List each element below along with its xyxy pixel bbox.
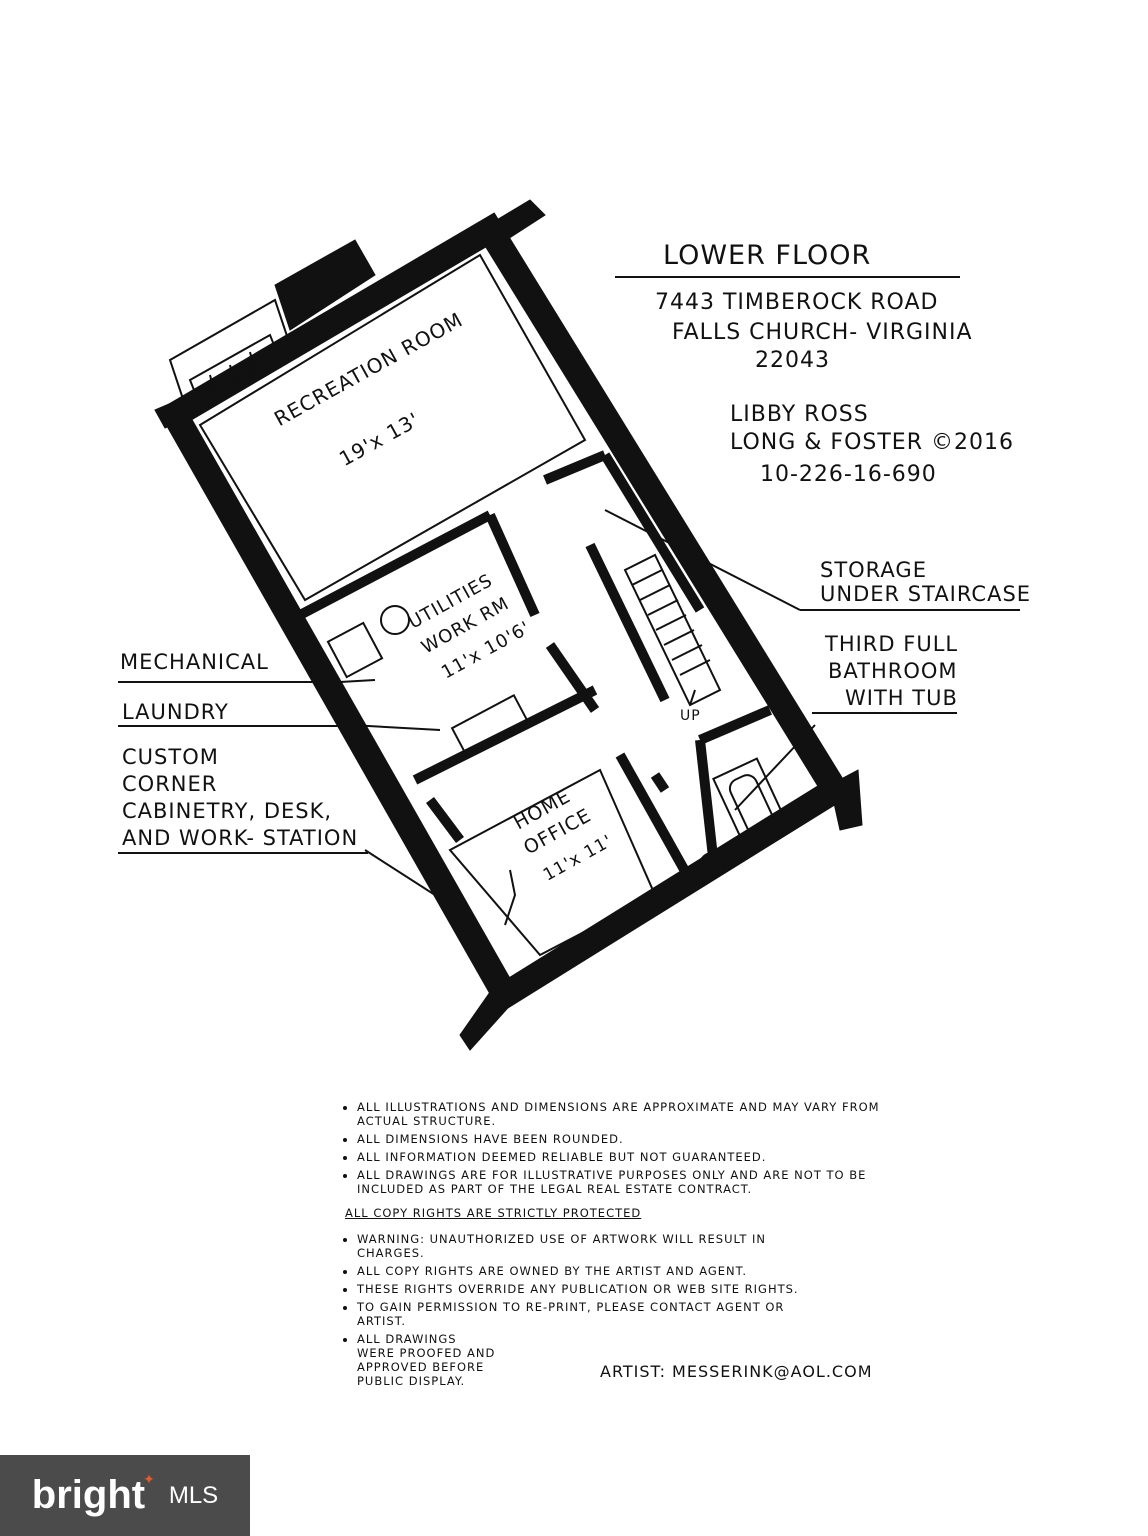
- chimney-block: [274, 239, 376, 331]
- wall-bath-top: [698, 705, 772, 745]
- bathtub: [712, 757, 792, 853]
- logo-suffix: MLS: [168, 1481, 219, 1509]
- note-item: ALL COPY RIGHTS ARE OWNED BY THE ARTIST …: [357, 1264, 837, 1278]
- floor-title: LOWER FLOOR: [663, 240, 872, 271]
- wall-stub-topright: [479, 199, 546, 247]
- wall-stub-bottomleft: [459, 984, 516, 1051]
- callout-custom-3: CABINETRY, DESK,: [122, 799, 333, 823]
- note-item: ALL INFORMATION DEEMED RELIABLE BUT NOT …: [357, 1150, 905, 1164]
- water-heater: [380, 605, 410, 635]
- bright-mls-logo: bright ✦ MLS: [0, 1455, 250, 1536]
- callout-bath-2: BATHROOM: [828, 659, 958, 683]
- callout-storage-1: STORAGE: [820, 558, 927, 582]
- note-item: THESE RIGHTS OVERRIDE ANY PUBLICATION OR…: [357, 1282, 897, 1296]
- note-item: ALL DRAWINGS WERE PROOFED AND APPROVED B…: [357, 1332, 497, 1388]
- wall-stair-right: [600, 452, 705, 613]
- wall-utility-right: [485, 512, 540, 618]
- toilet: [699, 852, 725, 878]
- callout-bath-1: THIRD FULL: [825, 632, 959, 656]
- callout-laundry-rule: [118, 725, 353, 727]
- wall-stair-left: [585, 542, 670, 703]
- agent-phone: 10-226-16-690: [760, 462, 937, 487]
- copyright-heading: ALL COPY RIGHTS ARE STRICTLY PROTECTED: [345, 1206, 642, 1220]
- address-zip: 22043: [755, 348, 830, 373]
- callout-bath-rule: [812, 712, 957, 714]
- artist-credit: ARTIST: MESSERINK@AOL.COM: [600, 1362, 873, 1381]
- note-item: ALL DRAWINGS ARE FOR ILLUSTRATIVE PURPOS…: [357, 1168, 905, 1196]
- furnace: [326, 621, 384, 679]
- callout-custom-4: AND WORK- STATION: [122, 826, 359, 850]
- callout-storage-2: UNDER STAIRCASE: [820, 582, 1032, 606]
- staircase: [623, 553, 722, 707]
- bay-window: [168, 298, 292, 407]
- disclaimer-notes: ALL ILLUSTRATIONS AND DIMENSIONS ARE APP…: [345, 1100, 905, 1392]
- interior-outlines: [198, 253, 816, 957]
- note-item: ALL DIMENSIONS HAVE BEEN ROUNDED.: [357, 1132, 905, 1146]
- wall-office-closet: [650, 772, 670, 793]
- callout-storage-rule: [800, 609, 1020, 611]
- note-item: WARNING: UNAUTHORIZED USE OF ARTWORK WIL…: [357, 1232, 837, 1260]
- callout-bath-3: WITH TUB: [845, 686, 958, 710]
- agent-company: LONG & FOSTER ©2016: [730, 430, 1014, 455]
- copyright-list: WARNING: UNAUTHORIZED USE OF ARTWORK WIL…: [345, 1232, 798, 1388]
- washer-dryer: [450, 693, 530, 757]
- building-walls: [154, 199, 863, 1051]
- note-item: ALL ILLUSTRATIONS AND DIMENSIONS ARE APP…: [357, 1100, 905, 1128]
- rec-room-outline: [198, 253, 587, 602]
- agent-name: LIBBY ROSS: [730, 402, 869, 427]
- wall-office-left: [426, 797, 464, 843]
- wall-stub-bottomright: [829, 769, 863, 831]
- callout-mechanical-rule: [118, 681, 343, 683]
- callout-custom-1: CUSTOM: [122, 745, 219, 769]
- stairs-up-label: UP: [680, 708, 701, 724]
- office-outline: [448, 768, 657, 957]
- wall-stair-top: [543, 450, 607, 485]
- wall-utility-east: [545, 642, 600, 713]
- wall-office-right: [615, 752, 695, 883]
- callout-custom-rule: [118, 852, 368, 854]
- callout-custom-2: CORNER: [122, 772, 218, 796]
- office-desk: [504, 869, 517, 926]
- interior-walls: [297, 450, 772, 883]
- callout-laundry: LAUNDRY: [122, 700, 229, 724]
- logo-brand: bright: [31, 1473, 146, 1517]
- title-underline: [615, 276, 960, 278]
- wall-rec-utility: [297, 510, 493, 620]
- disclaimer-list: ALL ILLUSTRATIONS AND DIMENSIONS ARE APP…: [345, 1100, 905, 1196]
- address-line-1: 7443 TIMBEROCK ROAD: [655, 290, 939, 315]
- note-item: TO GAIN PERMISSION TO RE-PRINT, PLEASE C…: [357, 1300, 827, 1328]
- callout-mechanical: MECHANICAL: [120, 650, 269, 674]
- logo-star-icon: ✦: [143, 1471, 155, 1488]
- address-line-2: FALLS CHURCH- VIRGINIA: [672, 320, 973, 345]
